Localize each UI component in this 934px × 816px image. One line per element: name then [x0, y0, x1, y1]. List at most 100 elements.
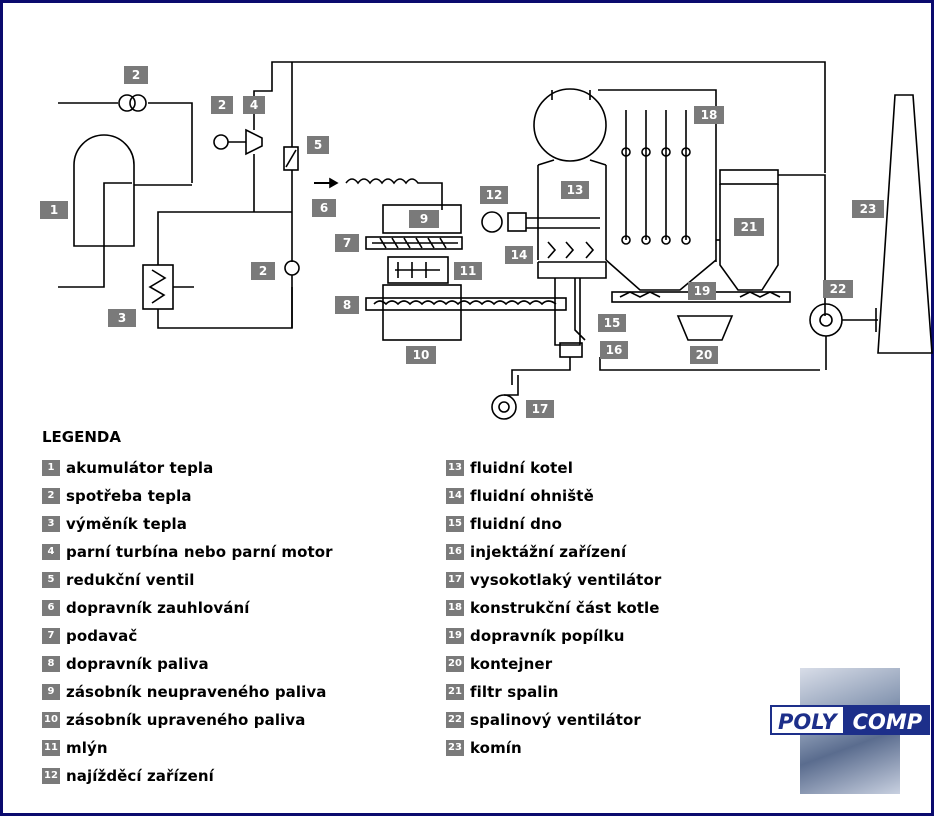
legend-number: 20: [446, 656, 464, 672]
legend-number: 13: [446, 460, 464, 476]
legend-number: 17: [446, 572, 464, 588]
legend-item: 14 fluidní ohniště: [446, 485, 594, 507]
legend-title: LEGENDA: [42, 428, 121, 446]
legend-item: 20 kontejner: [446, 653, 552, 675]
diagram-marker-10: 10: [406, 346, 436, 364]
diagram-marker-6: 6: [312, 199, 336, 217]
legend-text: vysokotlaký ventilátor: [470, 571, 661, 589]
legend-item: 9 zásobník neupraveného paliva: [42, 681, 326, 703]
legend-number: 21: [446, 684, 464, 700]
diagram-marker-14: 14: [505, 246, 533, 264]
legend-item: 1 akumulátor tepla: [42, 457, 213, 479]
legend-item: 23 komín: [446, 737, 522, 759]
diagram-marker-16: 16: [600, 341, 628, 359]
legend-item: 6 dopravník zauhlování: [42, 597, 249, 619]
legend-text: konstrukční část kotle: [470, 599, 660, 617]
legend-text: výměník tepla: [66, 515, 187, 533]
legend-text: filtr spalin: [470, 683, 559, 701]
diagram-marker-5: 5: [307, 136, 329, 154]
diagram-marker-13: 13: [561, 181, 589, 199]
legend-text: fluidní ohniště: [470, 487, 594, 505]
legend-text: dopravník paliva: [66, 655, 209, 673]
legend-text: komín: [470, 739, 522, 757]
diagram-marker-4: 4: [243, 96, 265, 114]
legend-item: 21 filtr spalin: [446, 681, 559, 703]
legend-number: 8: [42, 656, 60, 672]
legend-item: 7 podavač: [42, 625, 137, 647]
legend-text: injektážní zařízení: [470, 543, 626, 561]
legend-item: 16 injektážní zařízení: [446, 541, 626, 563]
legend-item: 12 najížděcí zařízení: [42, 765, 214, 787]
diagram-marker-18: 18: [694, 106, 724, 124]
diagram-marker-15: 15: [598, 314, 626, 332]
legend-text: fluidní dno: [470, 515, 562, 533]
legend-item: 19 dopravník popílku: [446, 625, 625, 647]
diagram-marker-7: 7: [335, 234, 359, 252]
legend-number: 12: [42, 768, 60, 784]
legend-item: 2 spotřeba tepla: [42, 485, 192, 507]
legend-text: zásobník upraveného paliva: [66, 711, 305, 729]
legend-number: 5: [42, 572, 60, 588]
legend-number: 10: [42, 712, 60, 728]
legend-number: 3: [42, 516, 60, 532]
logo-poly: POLY: [770, 705, 845, 735]
legend-item: 5 redukční ventil: [42, 569, 194, 591]
legend-item: 17 vysokotlaký ventilátor: [446, 569, 661, 591]
legend-item: 3 výměník tepla: [42, 513, 187, 535]
legend-number: 18: [446, 600, 464, 616]
legend-text: spotřeba tepla: [66, 487, 192, 505]
diagram-marker-22: 22: [823, 280, 853, 298]
diagram-marker-19: 19: [688, 282, 716, 300]
legend-text: spalinový ventilátor: [470, 711, 641, 729]
diagram-marker-9: 9: [409, 210, 439, 228]
legend-text: akumulátor tepla: [66, 459, 213, 477]
legend-text: fluidní kotel: [470, 459, 573, 477]
legend-number: 23: [446, 740, 464, 756]
legend-item: 8 dopravník paliva: [42, 653, 209, 675]
diagram-marker-1: 1: [40, 201, 68, 219]
legend-number: 4: [42, 544, 60, 560]
legend-number: 22: [446, 712, 464, 728]
diagram-marker-2c: 2: [251, 262, 275, 280]
legend-item: 11 mlýn: [42, 737, 108, 759]
legend-number: 15: [446, 516, 464, 532]
legend-number: 2: [42, 488, 60, 504]
diagram-marker-12: 12: [480, 186, 508, 204]
process-diagram: [0, 0, 934, 430]
legend-number: 9: [42, 684, 60, 700]
legend-text: zásobník neupraveného paliva: [66, 683, 326, 701]
diagram-marker-11: 11: [454, 262, 482, 280]
legend-item: 4 parní turbína nebo parní motor: [42, 541, 333, 563]
legend-text: redukční ventil: [66, 571, 194, 589]
legend-number: 6: [42, 600, 60, 616]
legend-text: mlýn: [66, 739, 108, 757]
legend-number: 14: [446, 488, 464, 504]
legend-text: podavač: [66, 627, 137, 645]
legend-text: dopravník popílku: [470, 627, 625, 645]
legend-text: kontejner: [470, 655, 552, 673]
legend-number: 1: [42, 460, 60, 476]
legend-text: dopravník zauhlování: [66, 599, 249, 617]
legend-text: parní turbína nebo parní motor: [66, 543, 333, 561]
diagram-marker-2: 2: [124, 66, 148, 84]
legend-number: 19: [446, 628, 464, 644]
legend-item: 22 spalinový ventilátor: [446, 709, 641, 731]
diagram-marker-3: 3: [108, 309, 136, 327]
diagram-marker-21: 21: [734, 218, 764, 236]
legend-number: 11: [42, 740, 60, 756]
diagram-marker-20: 20: [690, 346, 718, 364]
logo-wordmark: POLY COMP: [770, 705, 928, 735]
legend-item: 18 konstrukční část kotle: [446, 597, 660, 619]
diagram-marker-17: 17: [526, 400, 554, 418]
legend-item: 10 zásobník upraveného paliva: [42, 709, 305, 731]
diagram-marker-23: 23: [852, 200, 884, 218]
polycomp-logo: POLY COMP ®: [770, 668, 930, 796]
logo-comp: COMP: [845, 705, 931, 735]
legend-item: 13 fluidní kotel: [446, 457, 573, 479]
logo-registered-mark: ®: [918, 782, 927, 792]
legend-number: 16: [446, 544, 464, 560]
legend-text: najížděcí zařízení: [66, 767, 214, 785]
diagram-marker-2b: 2: [211, 96, 233, 114]
diagram-marker-8: 8: [335, 296, 359, 314]
legend-number: 7: [42, 628, 60, 644]
